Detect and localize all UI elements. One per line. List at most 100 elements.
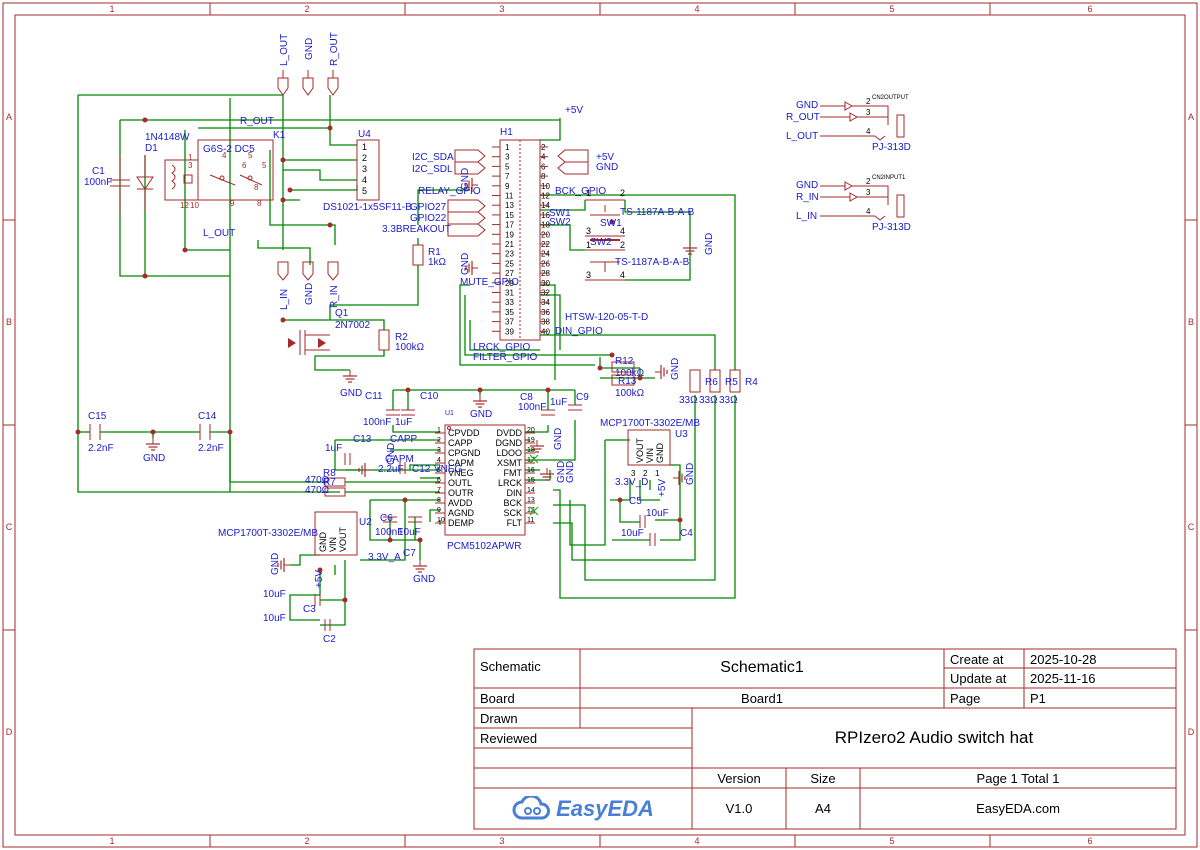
- c6-value: 100nF: [375, 527, 403, 538]
- jack-in-gnd: GND: [796, 180, 818, 191]
- net-lrck-gpio: LRCK_GPIO: [473, 342, 530, 353]
- net-i2c-sdl: I2C_SDL: [412, 164, 453, 175]
- svg-text:2: 2: [643, 469, 648, 478]
- u2-value: MCP1700T-3302E/MB: [218, 528, 318, 539]
- jack-out-pin-3: 3: [866, 108, 871, 117]
- q1-value: 2N7002: [335, 320, 370, 331]
- h1-pin-19: 19: [505, 230, 514, 239]
- r12-ref: R12: [615, 356, 634, 367]
- u1-right-gnd: GND GND GND: [529, 428, 576, 516]
- frame-col-6-top: 6: [1087, 4, 1092, 14]
- cn2out-ref: CN2OUTPUT: [872, 95, 909, 101]
- r13-ref: R13: [618, 376, 637, 387]
- jack-out-pin-2: 2: [866, 97, 871, 106]
- frame-col-2-bottom: 2: [304, 836, 309, 846]
- net-gnd-u1-bottom: GND: [413, 574, 435, 585]
- net-gnd-u1-r1: GND: [553, 428, 564, 450]
- tb-project-title: RPIzero2 Audio switch hat: [834, 728, 1034, 747]
- tb-reviewed-label: Reviewed: [480, 730, 538, 746]
- h1-pin-23: 23: [505, 250, 514, 259]
- u2-pin-gnd: GND: [318, 532, 328, 553]
- u1-value: PCM5102APWR: [447, 541, 521, 552]
- cloud-icon: [512, 795, 551, 819]
- h1-pin-33: 33: [505, 298, 514, 307]
- svg-text:5: 5: [248, 151, 253, 160]
- gnd-u1-top: GND: [470, 394, 492, 420]
- net-relay-gpio: RELAY_GPIO: [418, 186, 481, 197]
- u3-pin-gnd: GND: [655, 443, 665, 464]
- u1-pin-fmt: FMT: [504, 468, 523, 478]
- u1-pin-capm: CAPM: [448, 458, 474, 468]
- r4-value: 33Ω: [719, 395, 738, 406]
- tb-update-at-label: Update at: [950, 670, 1007, 686]
- svg-text:2: 2: [362, 153, 367, 163]
- u1-pin-num: 18: [527, 447, 535, 454]
- frame-row-a-right: A: [1188, 112, 1194, 122]
- jack-out-pin-4: 4: [866, 127, 871, 136]
- sw1-ref: SW1: [600, 218, 622, 229]
- jack-in-pin-3: 3: [866, 188, 871, 197]
- u1-pin-ldoo: LDOO: [496, 448, 522, 458]
- svg-text:1: 1: [586, 188, 591, 198]
- c9-ref: C9: [576, 392, 589, 403]
- c12-value: 2.2uF: [378, 464, 404, 475]
- c10-value: 1uF: [395, 417, 412, 428]
- net-capm: CAPM: [385, 454, 414, 465]
- connector-u4: 123 45 U4 DS1021-1x5SF11-B: [323, 129, 412, 213]
- resistor-r12: R12 100kΩ: [611, 356, 645, 379]
- sw1-value: TS-1187A-B-A-B: [620, 207, 695, 218]
- svg-text:3: 3: [586, 270, 591, 280]
- caps-c2-c3: 10uF C3 10uF C2: [263, 589, 336, 645]
- h1-pin-31: 31: [505, 289, 514, 298]
- u2-pin-vout: VOUT: [338, 526, 348, 552]
- frame-row-c-right: C: [1188, 522, 1195, 532]
- net-r-in-bottom: R_IN: [329, 285, 340, 308]
- u1-pin-din: DIN: [507, 488, 523, 498]
- header-h1: H1 HTSW-120-05-T-D 123456789101112131415…: [492, 127, 648, 341]
- r5-value: 33Ω: [699, 395, 718, 406]
- net-3v3-breakout: 3.3BREAKOUT: [382, 224, 451, 235]
- net-p5v-u2: +5V: [314, 570, 325, 588]
- net-mute-gpio: MUTE_GPIO: [460, 277, 519, 288]
- frame-col-1-bottom: 1: [109, 836, 114, 846]
- svg-text:10: 10: [190, 201, 199, 210]
- svg-text:5: 5: [362, 186, 367, 196]
- c4-value: 10uF: [621, 528, 644, 539]
- cn2in-ref: CN2INPUT1: [872, 175, 906, 181]
- u2-pin-vin: VIN: [328, 537, 338, 552]
- h1-pin-25: 25: [505, 259, 514, 268]
- tb-version-label: Version: [717, 770, 761, 786]
- tb-size-value: A4: [815, 801, 831, 816]
- net-gnd-c13: GND: [386, 443, 397, 465]
- net-gnd-top: GND: [304, 38, 315, 60]
- net-gnd-u1-top: GND: [470, 409, 492, 420]
- u3-pin-vin: VIN: [645, 448, 655, 463]
- tb-create-at-value: 2025-10-28: [1030, 651, 1097, 667]
- u1-avdd-caps: C6 100nF 10uF C7 GND: [375, 513, 435, 585]
- k1-ref: K1: [273, 130, 286, 141]
- capacitor-c15: C15 2.2nF: [88, 411, 114, 454]
- net-gnd-u1-r2: GND: [556, 461, 567, 483]
- d1-value: 1N4148W: [145, 132, 190, 143]
- u1-pin-avdd: AVDD: [448, 498, 473, 508]
- u1-pin-num: 3: [437, 447, 441, 454]
- tb-size-label: Size: [810, 770, 836, 786]
- u1-pin-outl: OUTL: [448, 478, 472, 488]
- frame-col-2-top: 2: [304, 4, 309, 14]
- frame-col-3-bottom: 3: [499, 836, 504, 846]
- sw2-ref-pin: SW2: [549, 217, 571, 228]
- net-gnd-c15: GND: [143, 453, 165, 464]
- resistor-r13: R13 100kΩ: [611, 374, 645, 399]
- frame-row-c-left: C: [6, 522, 13, 532]
- tb-create-at-label: Create at: [950, 651, 1004, 667]
- u2-ref: U2: [359, 517, 372, 528]
- h1-pin-27: 27: [505, 269, 514, 278]
- r2-value: 100kΩ: [395, 342, 425, 353]
- capacitor-c1: C1 100nF: [84, 155, 130, 215]
- jack-out-l: L_OUT: [786, 131, 818, 142]
- frame-col-6-bottom: 6: [1087, 836, 1092, 846]
- tb-page-value: P1: [1030, 690, 1046, 706]
